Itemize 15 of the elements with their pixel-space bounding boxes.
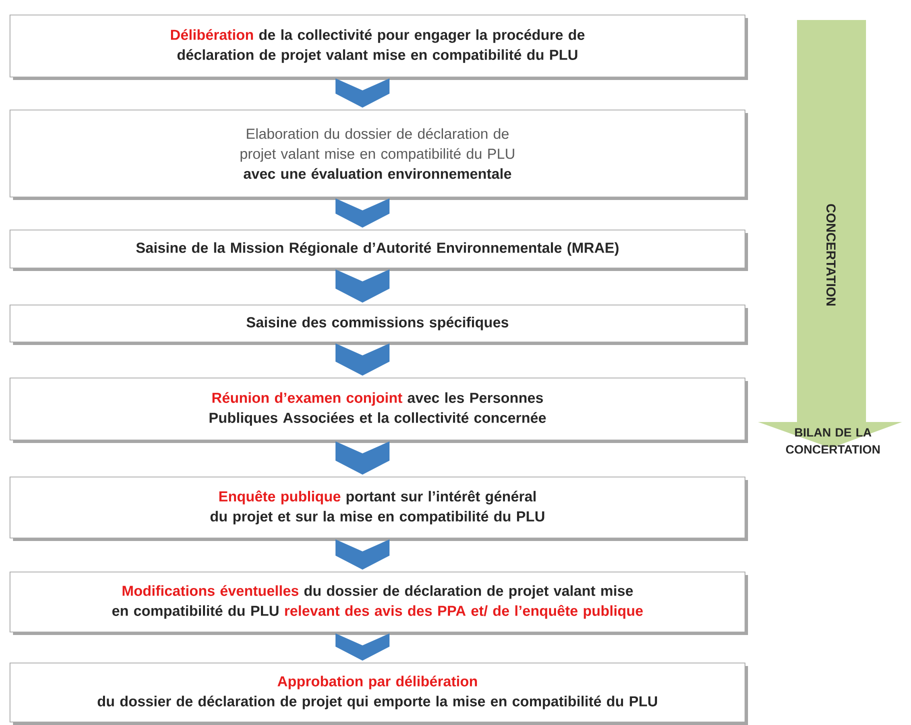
step-box: Modifications éventuelles du dossier de déclaration de projet valant mise en compatibilité du PLU relevant des avis des PPA et/ de l’enquête publique xyxy=(10,572,748,635)
step-box: Approbation par délibération du dossier de déclaration de projet qui emporte la mise en compatibilité du PLU xyxy=(10,662,748,725)
chevron-arrow xyxy=(336,539,390,570)
chevron-arrow xyxy=(336,343,390,376)
step-box: Délibération de la collectivité pour engager la procédure de déclaration de projet valant mise en compatibilité du PLU xyxy=(10,14,748,80)
chevron-arrow xyxy=(336,633,390,661)
step-box: Elaboration du dossier de déclaration de projet valant mise en compatibilité du PLU avec une évaluation environnementale xyxy=(10,110,748,200)
step-box: Saisine de la Mission Régionale d’Autorité Environnementale (MRAE) xyxy=(10,230,748,271)
chevron-arrow xyxy=(336,78,390,108)
step-box: Réunion d’examen conjoint avec les Personnes Publiques Associées et la collectivité concernée xyxy=(10,378,748,443)
chevron-arrow xyxy=(336,198,390,228)
step-box: Saisine des commissions spécifiques xyxy=(10,304,748,345)
chevron-arrow xyxy=(336,441,390,475)
chevron-arrow xyxy=(336,269,390,303)
step-box: Enquête publique portant sur l’intérêt général du projet et sur la mise en compatibilité du PLU xyxy=(10,476,748,541)
